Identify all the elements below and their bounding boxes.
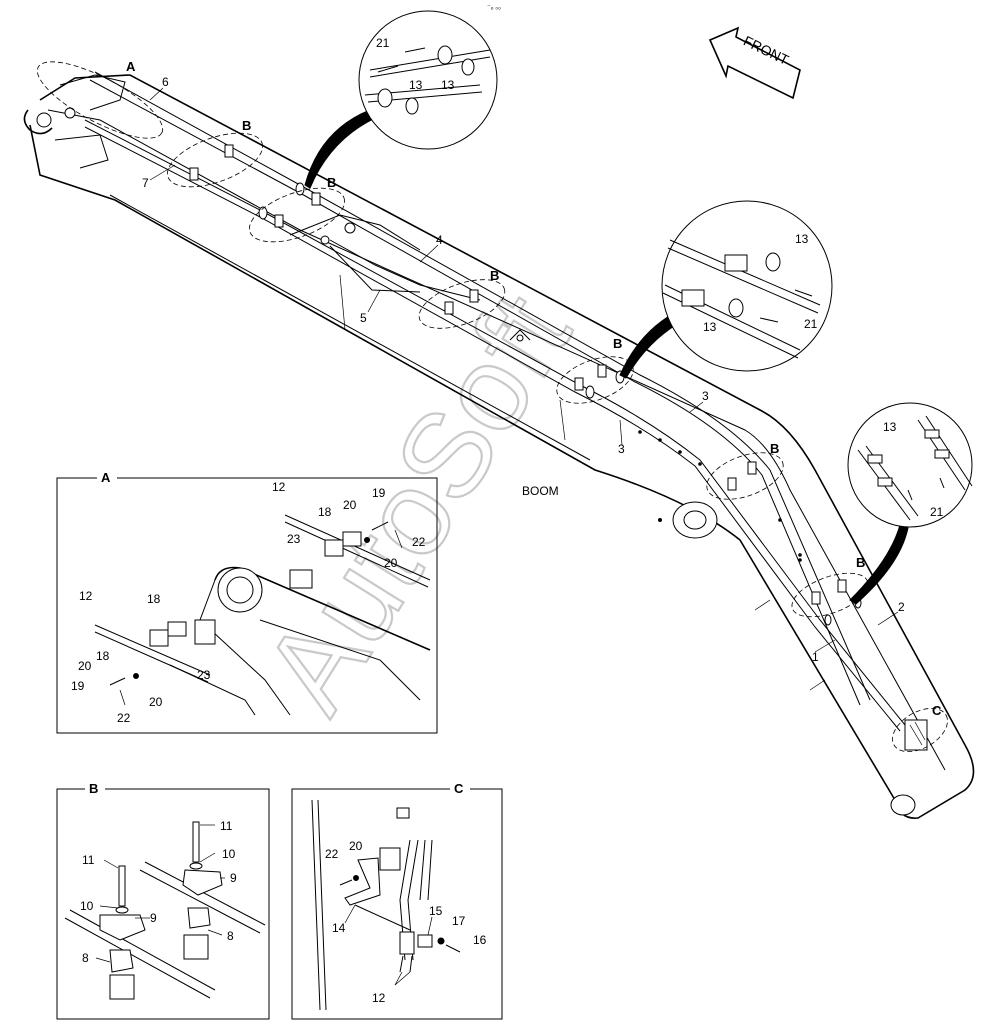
bubble2-label-13-a: 13 xyxy=(795,232,809,246)
detail-c-label-16: 16 xyxy=(473,933,487,947)
detail-b-label-8-a: 8 xyxy=(82,951,89,965)
main-leaders xyxy=(149,87,899,653)
detail-a-panel: A 12 18 20 19 23 22 20 12 18 18 20 19 xyxy=(56,470,438,734)
boom-piping xyxy=(84,71,928,751)
callout-a: A xyxy=(126,59,136,74)
callout-b-5: B xyxy=(770,441,779,456)
detail-b-label-11-a: 11 xyxy=(82,853,95,867)
detail-b-label-9-b: 9 xyxy=(230,871,237,885)
bubble2-label-21: 21 xyxy=(804,317,818,331)
detail-c-panel: C 22 20 14 15 17 16 12 xyxy=(291,781,503,1020)
main-callouts: A B B B B B B C 1 2 3 3 4 5 6 7 BOOM xyxy=(126,59,942,718)
callout-7: 7 xyxy=(142,176,149,190)
detail-a-label-19-a: 19 xyxy=(372,486,386,500)
detail-a-label-18-c: 18 xyxy=(96,649,110,663)
callout-1: 1 xyxy=(812,650,819,664)
detail-c-label-20: 20 xyxy=(349,839,363,853)
bubble1-label-21: 21 xyxy=(376,36,390,50)
detail-a-label-20-d: 20 xyxy=(149,695,163,709)
detail-c-title: C xyxy=(454,781,464,796)
detail-a-label-22-a: 22 xyxy=(412,535,426,549)
detail-c-label-15: 15 xyxy=(429,904,443,918)
callout-b-3: B xyxy=(490,268,499,283)
boom-label: BOOM xyxy=(522,484,559,498)
bubble3-label-21: 21 xyxy=(930,505,944,519)
detail-a-title: A xyxy=(101,470,111,485)
detail-a-label-23-b: 23 xyxy=(197,668,211,682)
detail-a-label-18-a: 18 xyxy=(318,505,332,519)
watermark: AutoSoft xyxy=(237,271,597,735)
detail-c-label-17: 17 xyxy=(452,914,466,928)
callout-6: 6 xyxy=(162,75,169,89)
zoom-bubble-3: 13 21 xyxy=(847,402,973,605)
detail-a-label-12-b: 12 xyxy=(79,589,93,603)
callout-5: 5 xyxy=(360,311,367,325)
detail-b-panel: B 11 10 9 8 11 10 9 8 xyxy=(56,781,270,1020)
front-arrow: FRONT xyxy=(708,26,801,100)
zoom-bubble-1: 21 13 13 xyxy=(304,10,498,189)
detail-b-label-11-b: 11 xyxy=(220,819,233,833)
callout-c: C xyxy=(932,703,942,718)
callout-3-b: 3 xyxy=(618,442,625,456)
detail-a-label-22-b: 22 xyxy=(117,711,131,725)
detail-b-title: B xyxy=(89,781,98,796)
callout-4: 4 xyxy=(436,233,443,247)
top-mark: ⁻ₒ ₀₀ xyxy=(487,4,501,11)
bubble3-label-13: 13 xyxy=(883,420,897,434)
watermark-text: AutoSoft xyxy=(238,272,596,733)
detail-a-label-19-b: 19 xyxy=(71,679,85,693)
bubble1-label-13-b: 13 xyxy=(441,78,455,92)
callout-b-2: B xyxy=(327,175,336,190)
detail-b-label-10-a: 10 xyxy=(80,899,94,913)
detail-a-label-12-a: 12 xyxy=(272,480,286,494)
detail-b-label-10-b: 10 xyxy=(222,847,236,861)
zoom-bubble-2: 13 13 21 xyxy=(619,200,833,379)
detail-c-label-14: 14 xyxy=(332,921,346,935)
detail-a-label-20-a: 20 xyxy=(343,498,357,512)
detail-c-label-12: 12 xyxy=(372,991,386,1005)
detail-a-label-20-b: 20 xyxy=(384,556,398,570)
rivets xyxy=(638,430,802,562)
bubble2-label-13-b: 13 xyxy=(703,320,717,334)
detail-a-label-23-a: 23 xyxy=(287,532,301,546)
detail-b-label-9-a: 9 xyxy=(150,911,157,925)
detail-a-label-20-c: 20 xyxy=(78,659,92,673)
detail-c-label-22: 22 xyxy=(325,847,339,861)
callout-2: 2 xyxy=(898,600,905,614)
callout-b-4: B xyxy=(613,336,622,351)
callout-b-6: B xyxy=(856,555,865,570)
boom-structure xyxy=(23,74,975,819)
bubble1-label-13-a: 13 xyxy=(409,78,423,92)
callout-3-a: 3 xyxy=(702,389,709,403)
detail-a-label-18-b: 18 xyxy=(147,592,161,606)
callout-b-1: B xyxy=(242,118,251,133)
detail-b-label-8-b: 8 xyxy=(227,929,234,943)
